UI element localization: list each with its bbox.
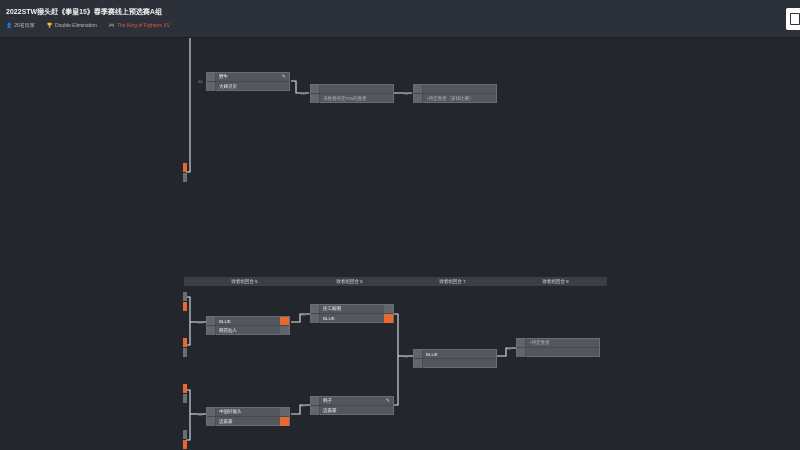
feed-stub	[183, 440, 187, 449]
match-slot: 野牛✎	[207, 73, 289, 82]
match-number: 35	[198, 79, 203, 84]
format-info: 🏆Double Elimination	[46, 22, 97, 29]
connector	[291, 404, 310, 415]
match-slot: 韩子✎	[311, 397, 393, 406]
connector	[497, 347, 516, 357]
score-winner	[280, 417, 289, 426]
feed-stub	[183, 348, 187, 357]
tournament-header: 2022STW猴头赶《拳皇15》春季赛线上预选赛A组 👤26名玩家 🏆Doubl…	[0, 0, 800, 38]
score-winner	[280, 317, 289, 325]
match-card[interactable]: +待定胜者	[516, 338, 600, 357]
round-label: 败者组回合 6	[336, 279, 363, 284]
match-number: 36	[301, 91, 306, 96]
feed-stub	[183, 292, 187, 301]
match-slot	[414, 359, 496, 368]
round-label: 败者组回合 5	[231, 279, 258, 284]
feed-stub	[183, 430, 187, 439]
match-slot	[414, 85, 496, 94]
match-number: 42	[507, 346, 512, 351]
match-slot: 民工殿帽	[311, 305, 393, 314]
match-slot: +待定胜者（安排比赛）	[414, 94, 496, 103]
feed-stub	[183, 394, 187, 403]
edit-icon[interactable]: ✎	[385, 398, 390, 404]
participants-info: 👤26名玩家	[6, 22, 35, 30]
match-slot: 决胜者待定#35的胜者	[311, 94, 393, 103]
game-link[interactable]: 🎮The King of Fighters XV	[108, 22, 171, 29]
match-card[interactable]: 民工殿帽 BLUE	[310, 304, 394, 323]
feed-stub	[183, 302, 187, 311]
match-slot: 迈森豪	[207, 417, 289, 426]
match-card[interactable]: BLUE	[413, 349, 497, 368]
match-number: 33	[198, 320, 203, 325]
feed-stub	[183, 163, 187, 172]
connector	[394, 313, 399, 406]
connector	[186, 38, 191, 173]
match-slot: 中国好猴头	[207, 408, 289, 417]
tournament-meta: 👤26名玩家 🏆Double Elimination 🎮The King of …	[6, 22, 171, 30]
match-slot: BLUE	[207, 317, 289, 326]
match-card[interactable]: 中国好猴头 迈森豪	[206, 407, 290, 426]
tournament-title: 2022STW猴头赶《拳皇15》春季赛线上预选赛A组	[6, 9, 162, 16]
match-slot: 大婶贝贝	[207, 82, 289, 91]
match-slot: BLUE	[414, 350, 496, 359]
match-slot: BLUE	[311, 314, 393, 323]
connector	[186, 389, 191, 441]
trophy-icon: 🏆	[46, 22, 54, 29]
match-slot: 韩花仙人	[207, 326, 289, 335]
match-slot	[517, 348, 599, 357]
match-slot	[311, 85, 393, 94]
connector	[291, 80, 309, 94]
feed-stub	[183, 384, 187, 393]
match-card[interactable]: +待定胜者（安排比赛）	[413, 84, 497, 103]
round-header-bar: 败者组回合 5 败者组回合 6 败者组回合 7 败者组回合 8	[184, 277, 607, 286]
match-slot: 迈森豪	[311, 406, 393, 415]
user-icon: 👤	[6, 22, 13, 29]
edit-icon[interactable]: ✎	[281, 74, 286, 80]
round-label: 败者组回合 7	[439, 279, 466, 284]
match-number: 41	[404, 354, 409, 359]
match-card[interactable]: 决胜者待定#35的胜者	[310, 84, 394, 103]
connector	[291, 313, 310, 323]
feed-stub	[183, 173, 187, 182]
match-card[interactable]: BLUE 韩花仙人	[206, 316, 290, 335]
match-number: 34	[301, 312, 306, 317]
gamepad-icon: 🎮	[108, 22, 115, 29]
match-number: 38	[198, 412, 203, 417]
match-number: 40	[301, 403, 306, 408]
feed-stub	[183, 338, 187, 347]
score-winner	[384, 314, 393, 323]
match-slot: +待定胜者	[517, 339, 599, 348]
match-number: 38	[404, 91, 409, 96]
match-card[interactable]: 韩子✎ 迈森豪	[310, 396, 394, 415]
round-label: 败者组回合 8	[542, 279, 569, 284]
match-card[interactable]: 野牛✎ 大婶贝贝	[206, 72, 290, 91]
connector	[186, 296, 191, 346]
